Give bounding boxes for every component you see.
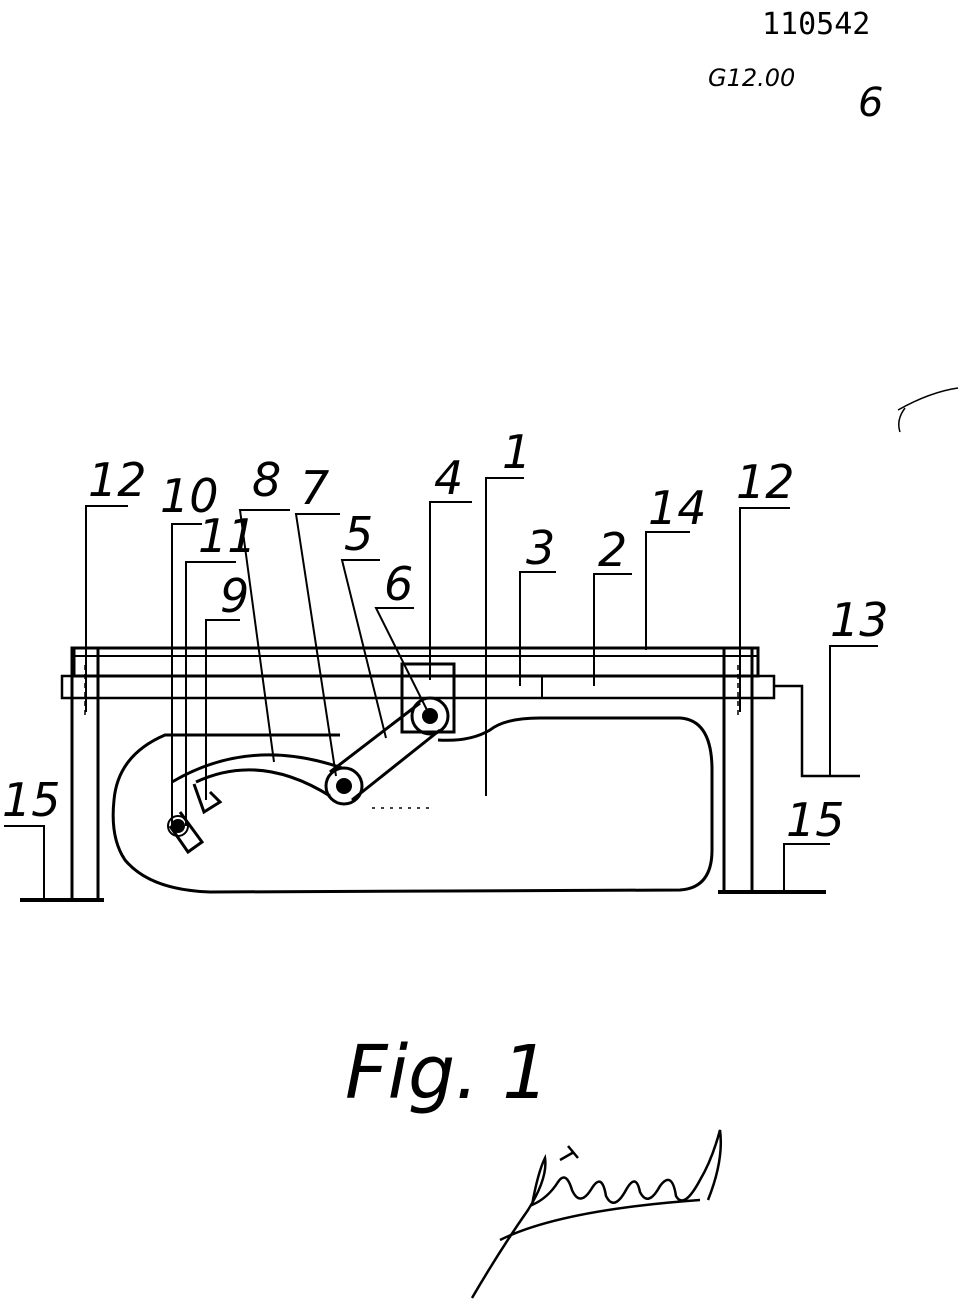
top-frame-bar bbox=[72, 646, 760, 678]
classification-mark: G12.00 bbox=[708, 64, 795, 92]
ref-label-15-left: 15 bbox=[2, 773, 61, 827]
curved-arm bbox=[171, 753, 343, 798]
ref-label-2: 2 bbox=[598, 523, 627, 577]
holder bbox=[192, 783, 223, 815]
ref-label-6: 6 bbox=[384, 557, 413, 611]
lower-pivot bbox=[324, 766, 364, 806]
ref-label-15-right: 15 bbox=[786, 793, 845, 847]
guide-rails bbox=[60, 674, 776, 700]
right-post bbox=[722, 646, 754, 894]
link-arm bbox=[329, 701, 441, 802]
ref-label-4: 4 bbox=[434, 451, 463, 505]
ref-label-14: 14 bbox=[648, 481, 707, 535]
ref-label-10: 10 bbox=[160, 469, 219, 523]
ref-label-12-right: 12 bbox=[736, 455, 795, 509]
ref-label-13: 13 bbox=[830, 593, 889, 647]
machine-body bbox=[111, 716, 714, 894]
ref-label-12-left: 12 bbox=[88, 453, 147, 507]
drive-bracket bbox=[774, 684, 860, 778]
ref-label-9: 9 bbox=[220, 569, 249, 623]
ref-label-5: 5 bbox=[344, 507, 373, 561]
signature bbox=[470, 1129, 723, 1299]
doc-number: 110542 bbox=[762, 7, 870, 42]
ref-label-3: 3 bbox=[526, 521, 555, 575]
figure-caption: Fig. 1 bbox=[345, 1030, 549, 1116]
ref-label-1: 1 bbox=[502, 425, 531, 479]
sheet-mark: 6 bbox=[858, 80, 883, 126]
ref-label-11: 11 bbox=[198, 509, 257, 563]
gripper bbox=[167, 811, 205, 855]
carriage-block bbox=[400, 662, 456, 734]
margin-pen-stroke bbox=[897, 387, 959, 433]
ref-label-8: 8 bbox=[252, 453, 281, 507]
leader-lines bbox=[4, 477, 878, 900]
ref-label-7: 7 bbox=[300, 461, 329, 515]
